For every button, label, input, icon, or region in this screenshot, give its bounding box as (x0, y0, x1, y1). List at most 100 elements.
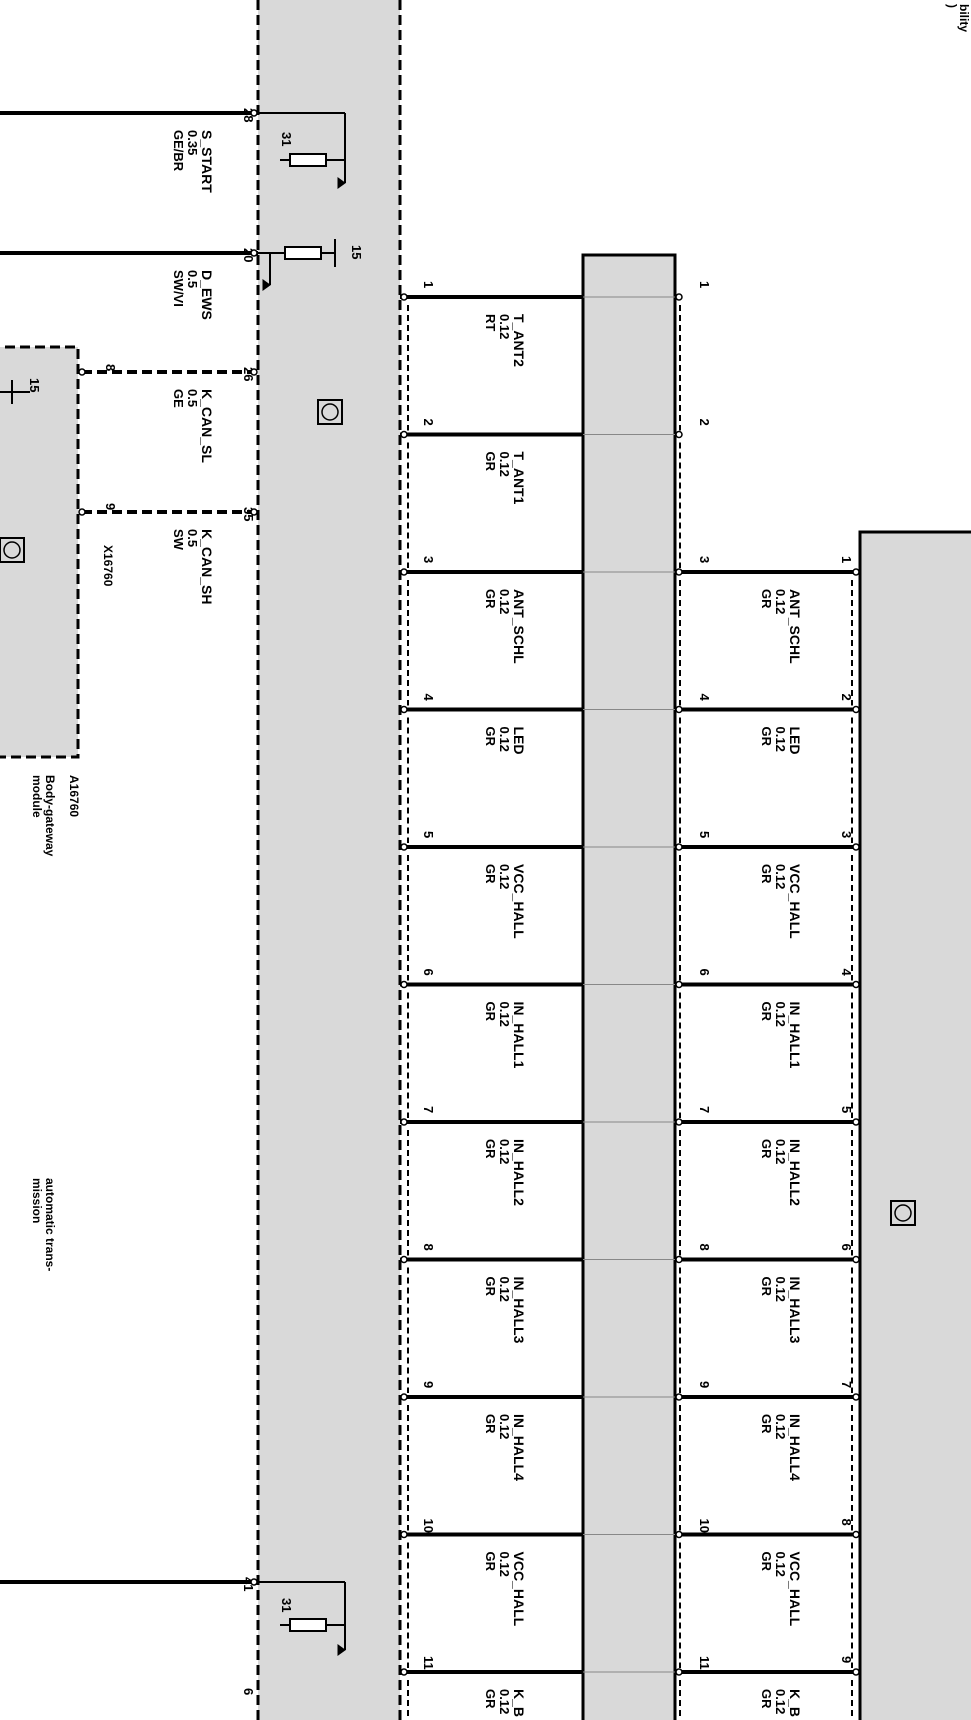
harness-wire-1-color: GR (483, 452, 498, 472)
lever-wire-2-color: GR (759, 864, 774, 884)
harness-wire-3-color: GR (483, 727, 498, 747)
header-wire-0-color: GE/BR (171, 130, 186, 172)
harness-wire-8-color: GR (483, 1414, 498, 1434)
pin-marker (852, 843, 860, 851)
pin-marker (675, 1255, 683, 1264)
lever-wire-6-name: IN_HALL4 (787, 1414, 803, 1481)
harness-pin-left: 1 (421, 281, 436, 288)
body-gateway-module-box (0, 345, 80, 759)
harness-pin-right: 4 (697, 694, 712, 702)
lever-wire-1-color: GR (759, 727, 774, 747)
harness-pin-left: 9 (421, 1381, 436, 1388)
header-wire-2-color: GE (171, 389, 186, 408)
harness-wire-7-color: GR (483, 1277, 498, 1297)
header-wire-3-name: K_CAN_SH (199, 529, 215, 604)
harness-wire-4-name: VCC_HALL (511, 864, 527, 939)
harness-wire-6-color: GR (483, 1139, 498, 1159)
harness-pin-right: 7 (697, 1106, 712, 1113)
control-unit-pin-bottom: 6 (241, 1688, 256, 1695)
pin-marker (852, 568, 860, 576)
pin-marker (675, 705, 683, 714)
pin-marker (852, 1668, 860, 1676)
header-wire-2-name: K_CAN_SL (199, 389, 215, 463)
transistor-symbol-icon (890, 1200, 916, 1226)
harness-wire-9-color: GR (483, 1552, 498, 1572)
harness-wire-0-cross-section: 0.12 (497, 314, 512, 339)
transistor-symbol-icon (894, 1204, 912, 1222)
harness-wire-0-name: T_ANT2 (511, 314, 527, 367)
harness-wire-6-cross-section: 0.12 (497, 1139, 512, 1164)
gateway-description: module (30, 775, 44, 818)
transistor-symbol-icon (317, 399, 343, 425)
harness-wire-8-cross-section: 0.12 (497, 1414, 512, 1439)
harness-pin-right: 1 (697, 281, 712, 288)
lever-pin: 4 (839, 969, 854, 977)
pin-marker (852, 1530, 860, 1539)
harness-pin-left: 2 (421, 419, 436, 426)
harness-pin-left: 11 (421, 1656, 436, 1670)
pin-marker (400, 430, 408, 439)
other-module-label: automatic trans- (43, 1178, 57, 1271)
ground-icon (337, 177, 346, 189)
harness-pin-right: 10 (697, 1519, 712, 1533)
lever-wire-6-color: GR (759, 1414, 774, 1434)
harness-wire-8-name: IN_HALL4 (511, 1414, 527, 1481)
harness-pin-right: 8 (697, 1244, 712, 1251)
harness-pin-right: 9 (697, 1381, 712, 1388)
pin-marker (400, 1393, 408, 1401)
pin-marker (852, 705, 860, 714)
pin-marker (852, 1393, 860, 1401)
lever-wire-2-cross-section: 0.12 (773, 864, 788, 889)
connector-pin-marker (250, 508, 258, 516)
harness-wire-9-cross-section: 0.12 (497, 1552, 512, 1577)
lever-pin: 8 (839, 1519, 854, 1526)
pin-marker (400, 1255, 408, 1264)
connector-pin-marker (250, 109, 258, 117)
lever-pin: 7 (839, 1381, 854, 1388)
pin-marker (675, 1393, 683, 1401)
connector-pin-marker (250, 1578, 258, 1586)
lever-wire-0-color: GR (759, 589, 774, 609)
lever-wire-8-cross-section: 0.12 (773, 1689, 788, 1714)
harness-pin-right: 3 (697, 556, 712, 563)
header-wire-2-cross-section: 0.5 (185, 389, 200, 407)
corner-text: ) (945, 4, 959, 8)
harness-wire-3-name: LED (511, 727, 527, 755)
harness-pin-left: 8 (421, 1244, 436, 1251)
harness-pin-right: 2 (697, 419, 712, 426)
harness-wire-6-name: IN_HALL2 (511, 1139, 527, 1206)
harness-wire-1-cross-section: 0.12 (497, 452, 512, 477)
lever-wire-7-name: VCC_HALL (787, 1552, 803, 1627)
gateway-pin-marker (78, 508, 86, 516)
pin-marker (852, 980, 860, 989)
harness-wire-10-name: K_B (511, 1689, 527, 1717)
pin-marker (400, 1530, 408, 1539)
pin-marker (400, 1668, 408, 1676)
lever-pin: 5 (839, 1106, 854, 1113)
harness-wire-10-cross-section: 0.12 (497, 1689, 512, 1714)
harness-wire-5-color: GR (483, 1002, 498, 1022)
header-wire-3-color: SW (171, 529, 186, 551)
ground-icon (262, 279, 271, 291)
harness-wire-7-name: IN_HALL3 (511, 1277, 527, 1344)
terminal-label: 15 (27, 378, 42, 392)
harness-wire-2-color: GR (483, 589, 498, 609)
pin-marker (675, 293, 683, 301)
harness-pin-right: 6 (697, 969, 712, 976)
lever-wire-4-color: GR (759, 1139, 774, 1159)
harness-pin-right: 11 (697, 1656, 712, 1670)
harness-pin-left: 4 (421, 694, 436, 702)
selector-lever-block (858, 530, 971, 1720)
pin-marker (400, 568, 408, 576)
pin-marker (400, 980, 408, 989)
pin-marker (675, 1668, 683, 1676)
gateway-pin-8: 8 (103, 364, 118, 371)
harness-wire-9-name: VCC_HALL (511, 1552, 527, 1627)
gateway-component-label: A16760 (67, 775, 81, 817)
harness-pin-left: 6 (421, 969, 436, 976)
harness-pin-left: 3 (421, 556, 436, 563)
corner-text: bility (957, 4, 971, 32)
gateway-description: Body-gateway (43, 775, 57, 857)
harness-wire-3-cross-section: 0.12 (497, 727, 512, 752)
